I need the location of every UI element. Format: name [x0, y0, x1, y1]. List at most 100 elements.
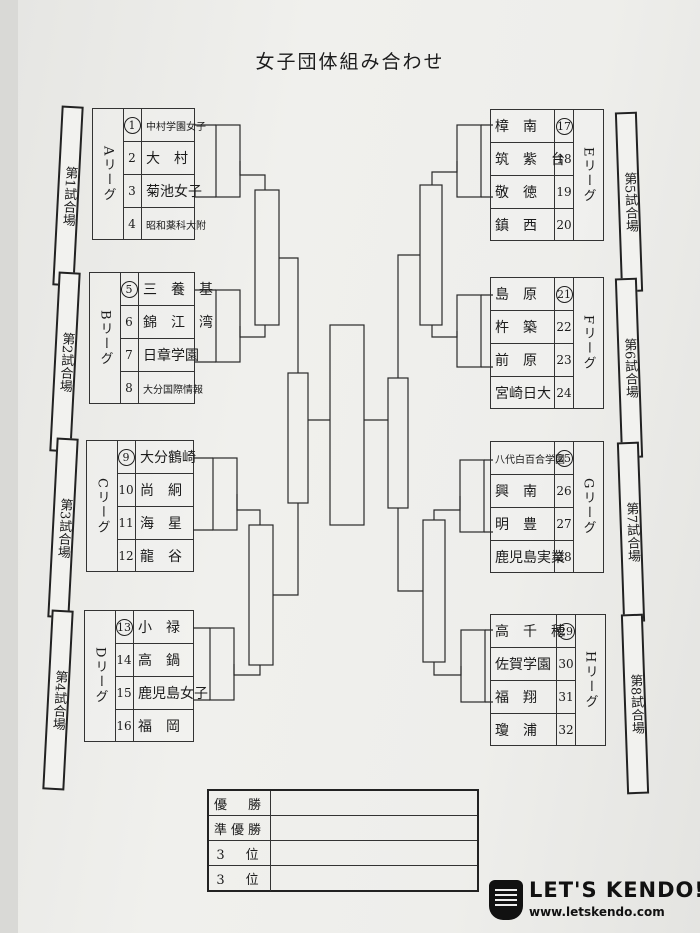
team-name: 島 原: [495, 287, 537, 303]
team-number: 30: [558, 657, 574, 671]
team-name: 杵 築: [495, 320, 537, 336]
result-row: 準優勝: [209, 816, 477, 841]
team-number: 15: [116, 686, 132, 700]
team-row: 2 大 村: [123, 142, 194, 175]
league-label: Aリーグ: [100, 145, 116, 203]
bracket-box: [248, 524, 274, 666]
team-row: 21 島 原: [491, 278, 573, 311]
league-label: Gリーグ: [580, 478, 596, 536]
team-name: 小 禄: [138, 620, 180, 636]
team-name: 佐賀学園: [495, 657, 551, 673]
team-number: 26: [556, 484, 572, 498]
connector-lines: [431, 161, 462, 676]
team-row: 19 敬 徳: [491, 176, 573, 209]
seed-number-circled: 9: [117, 441, 135, 473]
team-name: 瓊 浦: [495, 723, 537, 739]
team-number: 32: [558, 723, 574, 737]
team-number: 23: [556, 353, 572, 367]
result-label: 3 位: [209, 866, 271, 891]
team-number: 11: [118, 516, 134, 530]
league-label: Cリーグ: [94, 477, 110, 535]
team-number: 12: [118, 549, 134, 563]
team-number: 22: [556, 320, 572, 334]
team-number: 19: [556, 185, 572, 199]
team-number: 24: [556, 386, 572, 400]
team-row: 32 瓊 浦: [491, 714, 575, 746]
team-number: 2: [128, 151, 136, 165]
league-label: Bリーグ: [97, 309, 113, 367]
bracket-box-final: [329, 324, 365, 526]
team-number: 7: [125, 348, 133, 362]
team-name: 昭和薬科大附: [146, 220, 206, 232]
seed-number-circled: 13: [115, 618, 133, 636]
team-number: 28: [556, 550, 572, 564]
bracket-box: [215, 289, 241, 363]
team-row: 13 小 禄: [115, 611, 193, 644]
bracket-box: [209, 627, 235, 701]
logo-url: www.letskendo.com: [529, 905, 665, 919]
team-row: 30 佐賀学園: [491, 648, 575, 681]
bracket-box: [287, 372, 309, 504]
team-name: 菊池女子: [146, 184, 202, 200]
team-name: 宮崎日大: [495, 386, 551, 402]
team-row: 24 宮崎日大: [491, 377, 573, 409]
team-number: 18: [556, 152, 572, 166]
team-name: 鹿児島実業: [495, 550, 565, 566]
bracket-box: [460, 629, 486, 703]
team-name: 日章学園: [143, 348, 199, 364]
team-row: 8 大分国際情報: [120, 372, 203, 404]
logo-title: LET'S KENDO!!: [529, 878, 700, 902]
team-row: 22 杵 築: [491, 311, 573, 344]
connector-lines: [481, 124, 493, 703]
bracket-box: [387, 377, 409, 509]
team-number: 8: [125, 381, 133, 395]
team-row: 11 海 星: [117, 507, 193, 540]
team-name: 龍 谷: [140, 549, 182, 565]
team-name: 大分鶴崎: [140, 450, 196, 466]
team-name: 明 豊: [495, 517, 537, 533]
team-number: 6: [125, 315, 133, 329]
bracket-box: [459, 459, 485, 533]
team-name: 敬 徳: [495, 185, 537, 201]
result-label: 優 勝: [209, 791, 271, 815]
team-row: 20 鎮 西: [491, 209, 573, 241]
bracket-box: [215, 124, 241, 198]
bracket-box: [212, 457, 238, 531]
bracket-box: [422, 519, 446, 663]
results-table: 優 勝 準優勝 3 位 3 位: [207, 789, 479, 892]
team-name: 大分国際情報: [143, 384, 203, 396]
bracket-box: [419, 184, 443, 326]
seed-number-circled: 1: [123, 109, 141, 141]
team-number: 16: [116, 719, 132, 733]
team-name: 大 村: [146, 151, 188, 167]
team-name: 鎮 西: [495, 218, 537, 234]
seed-number-circled: 5: [120, 273, 138, 305]
result-label: 準優勝: [209, 816, 271, 840]
team-row: 7 日章学園: [120, 339, 199, 372]
connector-lines: [397, 254, 423, 592]
team-name: 海 星: [140, 516, 182, 532]
paper-sheet: [18, 0, 700, 933]
league-label: Fリーグ: [580, 314, 596, 372]
result-label: 3 位: [209, 841, 271, 865]
seed-number-circled: 21: [555, 285, 573, 303]
team-number: 20: [556, 218, 572, 232]
team-name: 前 原: [495, 353, 537, 369]
team-row: 23 前 原: [491, 344, 573, 377]
seed-number-circled: 29: [557, 622, 575, 640]
connector-lines: [193, 124, 216, 701]
team-name: 高 鍋: [138, 653, 180, 669]
connector-lines: [273, 257, 388, 596]
